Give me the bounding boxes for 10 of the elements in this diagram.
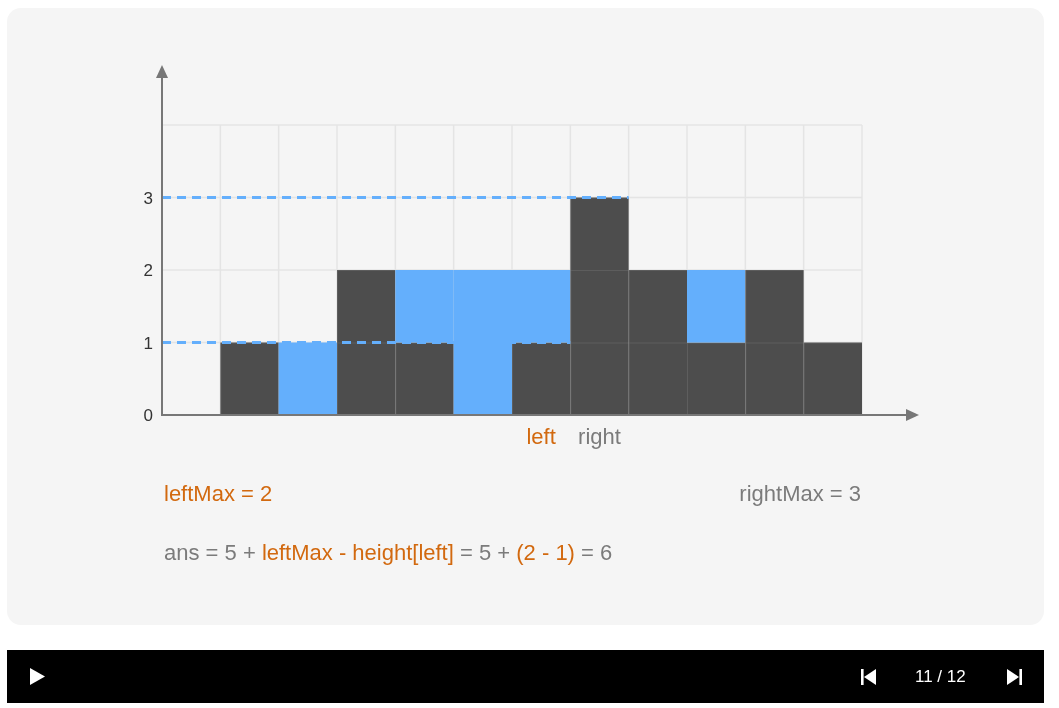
variable-text: leftMax = 2 xyxy=(164,481,273,507)
axis-tick-label: 3 xyxy=(142,188,153,209)
slide-counter: 11 / 12 xyxy=(915,667,966,687)
pointer-label: right xyxy=(578,424,621,450)
formula-text: ans = 5 + leftMax - height[left] = 5 + (2 - 1) = 6 xyxy=(164,540,613,566)
axis-tick-label: 0 xyxy=(142,406,153,426)
axis-tick-label: 2 xyxy=(142,261,153,281)
pointer-label: left xyxy=(526,424,556,450)
variable-text: rightMax = 3 xyxy=(739,481,861,507)
axis-tick-label: 1 xyxy=(142,333,153,354)
